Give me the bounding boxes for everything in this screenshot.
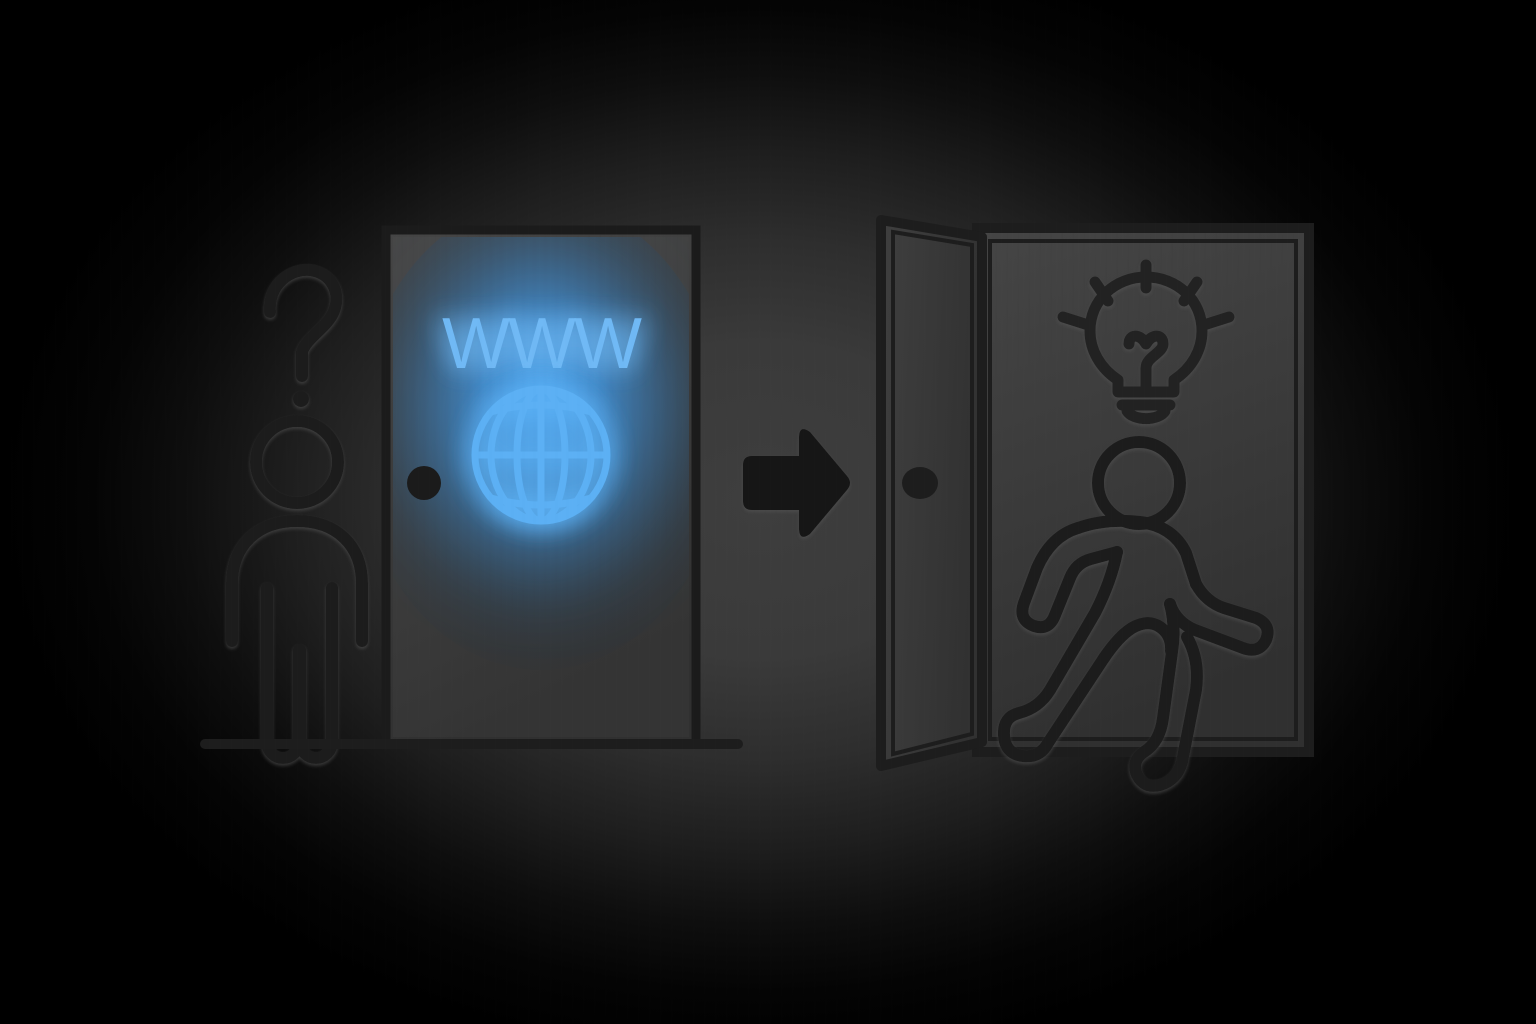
walker-back-arm bbox=[1016, 522, 1123, 634]
www-text: WWW bbox=[442, 304, 642, 384]
www-sign: WWW bbox=[442, 304, 644, 384]
person-head bbox=[250, 415, 344, 509]
question-mark-dot bbox=[293, 391, 309, 407]
walker-back-leg bbox=[997, 546, 1123, 763]
bulb-base-cap bbox=[1121, 405, 1171, 425]
walker-knee bbox=[1098, 617, 1178, 664]
walker-shoulders bbox=[1072, 514, 1202, 590]
bulb-filament bbox=[1123, 330, 1169, 398]
door-frame bbox=[972, 223, 1314, 757]
ray-right bbox=[1201, 311, 1235, 330]
walker-front-leg bbox=[1129, 598, 1203, 792]
person-arms bbox=[226, 515, 368, 647]
globe-icon bbox=[471, 385, 611, 525]
person-right-leg bbox=[294, 582, 338, 764]
confused-person bbox=[226, 263, 368, 764]
right-scene bbox=[876, 215, 1314, 792]
left-scene: WWW bbox=[200, 200, 743, 764]
door-knob[interactable] bbox=[902, 467, 938, 499]
closed-door[interactable]: WWW bbox=[356, 200, 726, 749]
door-knob[interactable] bbox=[407, 466, 441, 500]
bulb-glass bbox=[1084, 271, 1208, 398]
globe-meridians bbox=[475, 389, 607, 521]
walker-front-arm bbox=[1164, 578, 1274, 656]
walking-person bbox=[997, 436, 1274, 792]
door-frame-inner bbox=[988, 239, 1298, 741]
right-arrow-icon bbox=[743, 429, 850, 537]
ray-left bbox=[1057, 311, 1091, 330]
lightbulb-icon bbox=[1057, 259, 1235, 425]
question-mark-curve bbox=[263, 263, 343, 382]
transition-arrow bbox=[743, 429, 850, 537]
open-door-leaf-inner bbox=[891, 229, 974, 757]
